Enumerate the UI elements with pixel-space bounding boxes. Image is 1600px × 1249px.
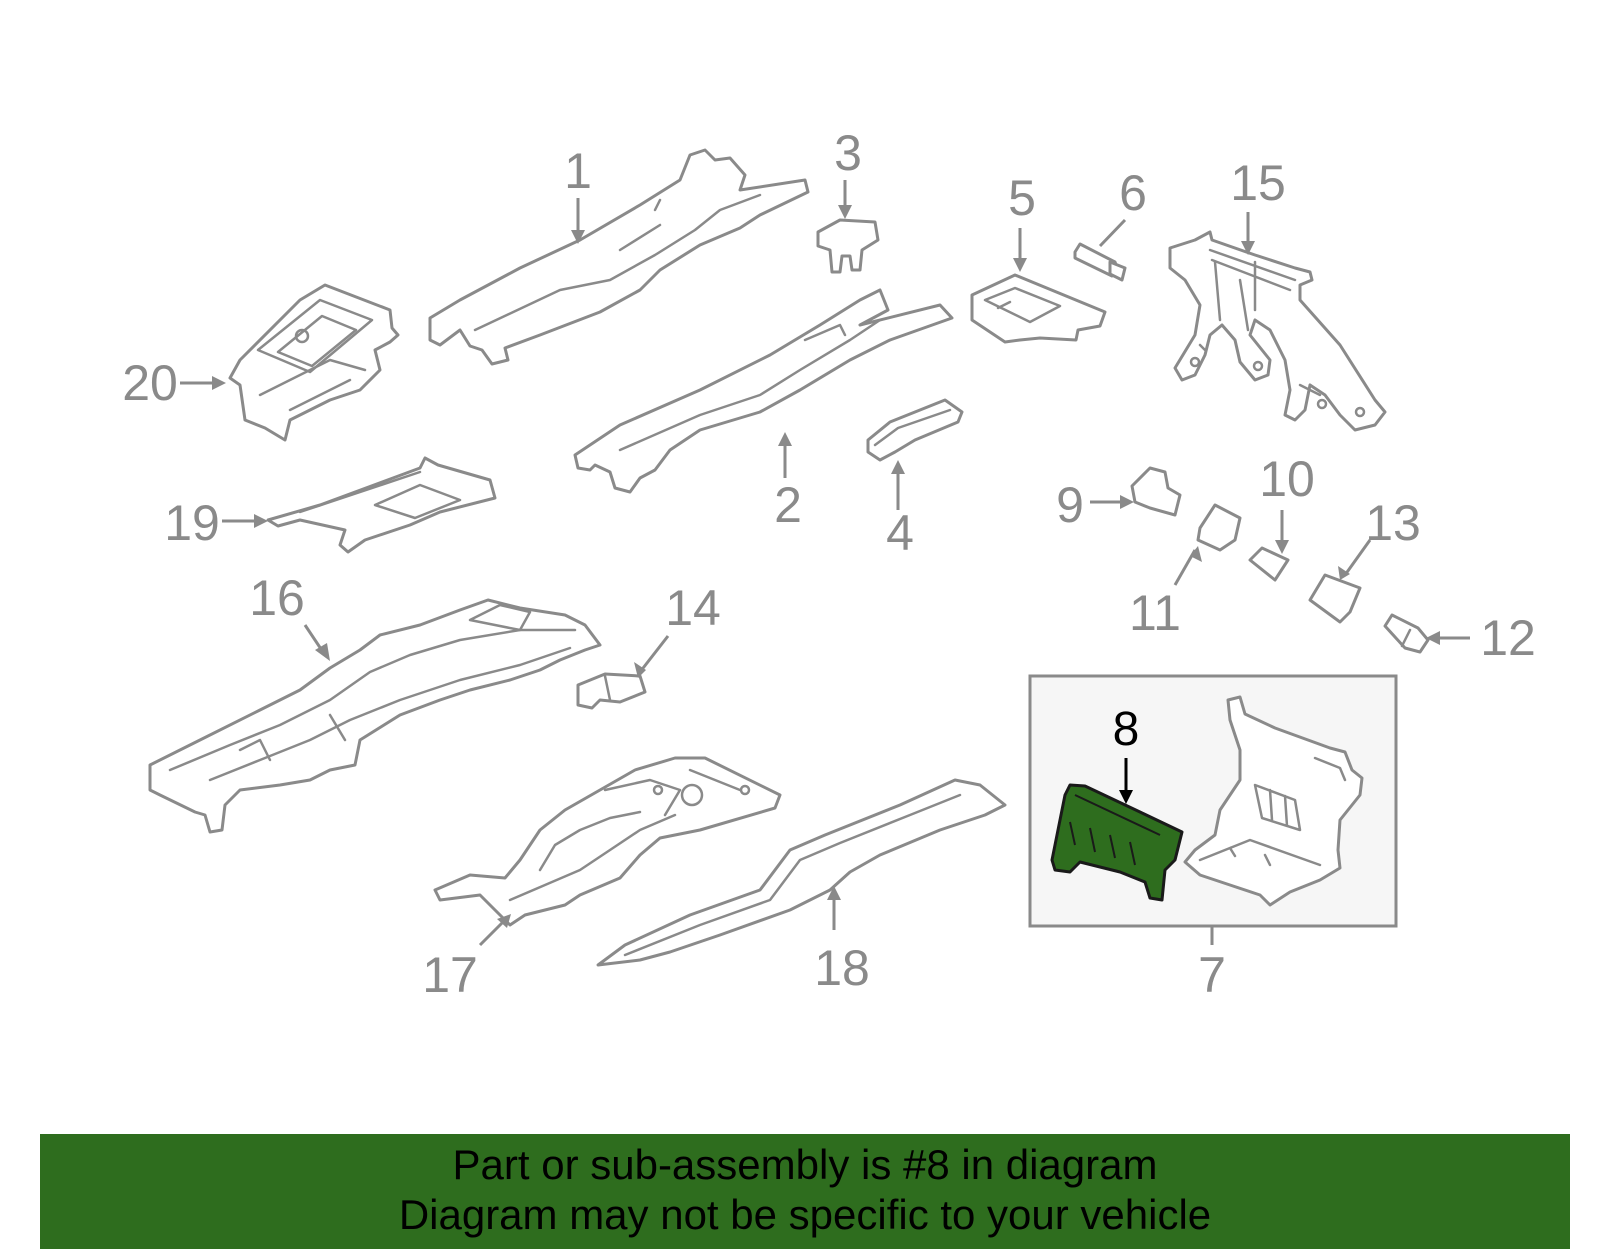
svg-text:16: 16 bbox=[249, 570, 305, 626]
part-18 bbox=[596, 778, 1007, 967]
svg-text:17: 17 bbox=[422, 947, 478, 1003]
svg-text:8: 8 bbox=[1113, 703, 1140, 756]
svg-text:13: 13 bbox=[1365, 495, 1421, 551]
callout-16: 16 bbox=[249, 570, 330, 661]
svg-text:6: 6 bbox=[1119, 165, 1147, 221]
svg-text:3: 3 bbox=[834, 125, 862, 181]
part-19 bbox=[266, 456, 497, 554]
svg-text:4: 4 bbox=[886, 505, 914, 561]
callout-17: 17 bbox=[422, 914, 511, 1003]
part-5 bbox=[970, 273, 1107, 344]
part-8-highlighted bbox=[1050, 783, 1184, 902]
part-10 bbox=[1248, 546, 1290, 582]
info-banner: Part or sub-assembly is #8 in diagram Di… bbox=[40, 1134, 1570, 1249]
callout-13: 13 bbox=[1338, 495, 1421, 580]
part-4 bbox=[866, 398, 964, 462]
callout-2: 2 bbox=[774, 432, 802, 533]
callout-6: 6 bbox=[1098, 165, 1147, 248]
part-11 bbox=[1196, 503, 1242, 552]
svg-text:9: 9 bbox=[1056, 477, 1084, 533]
part-20 bbox=[228, 283, 400, 442]
svg-text:1: 1 bbox=[564, 143, 592, 199]
part-14 bbox=[576, 672, 647, 710]
svg-text:7: 7 bbox=[1198, 947, 1226, 1003]
svg-text:14: 14 bbox=[665, 580, 721, 636]
part-13 bbox=[1308, 573, 1362, 624]
callout-15: 15 bbox=[1230, 155, 1286, 255]
callout-1: 1 bbox=[564, 143, 592, 244]
svg-text:2: 2 bbox=[774, 477, 802, 533]
callout-12: 12 bbox=[1426, 610, 1536, 666]
callout-3: 3 bbox=[834, 125, 862, 219]
svg-text:11: 11 bbox=[1129, 585, 1181, 641]
svg-text:15: 15 bbox=[1230, 155, 1286, 211]
callout-10: 10 bbox=[1259, 451, 1315, 554]
svg-text:18: 18 bbox=[814, 940, 870, 996]
part-3 bbox=[816, 218, 880, 274]
part-15 bbox=[1168, 230, 1387, 432]
part-9 bbox=[1130, 466, 1182, 517]
callout-8: 8 bbox=[1113, 703, 1140, 804]
callout-19: 19 bbox=[164, 495, 268, 551]
part-1 bbox=[428, 148, 810, 366]
svg-text:20: 20 bbox=[122, 355, 178, 411]
svg-text:10: 10 bbox=[1259, 451, 1315, 507]
callout-4: 4 bbox=[886, 460, 914, 561]
callout-9: 9 bbox=[1056, 477, 1134, 533]
callout-14: 14 bbox=[634, 580, 721, 678]
part-16 bbox=[148, 598, 602, 834]
callout-11: 11 bbox=[1129, 546, 1202, 641]
svg-text:12: 12 bbox=[1480, 610, 1536, 666]
part-6 bbox=[1073, 242, 1127, 282]
part-2 bbox=[573, 288, 954, 494]
svg-text:5: 5 bbox=[1008, 170, 1036, 226]
part-12 bbox=[1383, 613, 1430, 654]
banner-line-2: Diagram may not be specific to your vehi… bbox=[398, 1191, 1212, 1238]
svg-text:19: 19 bbox=[164, 495, 220, 551]
callout-7: 7 bbox=[1198, 926, 1226, 1003]
callout-5: 5 bbox=[1008, 170, 1036, 272]
callout-20: 20 bbox=[122, 355, 226, 411]
banner-line-1: Part or sub-assembly is #8 in diagram bbox=[452, 1141, 1158, 1188]
callout-18: 18 bbox=[814, 886, 870, 996]
